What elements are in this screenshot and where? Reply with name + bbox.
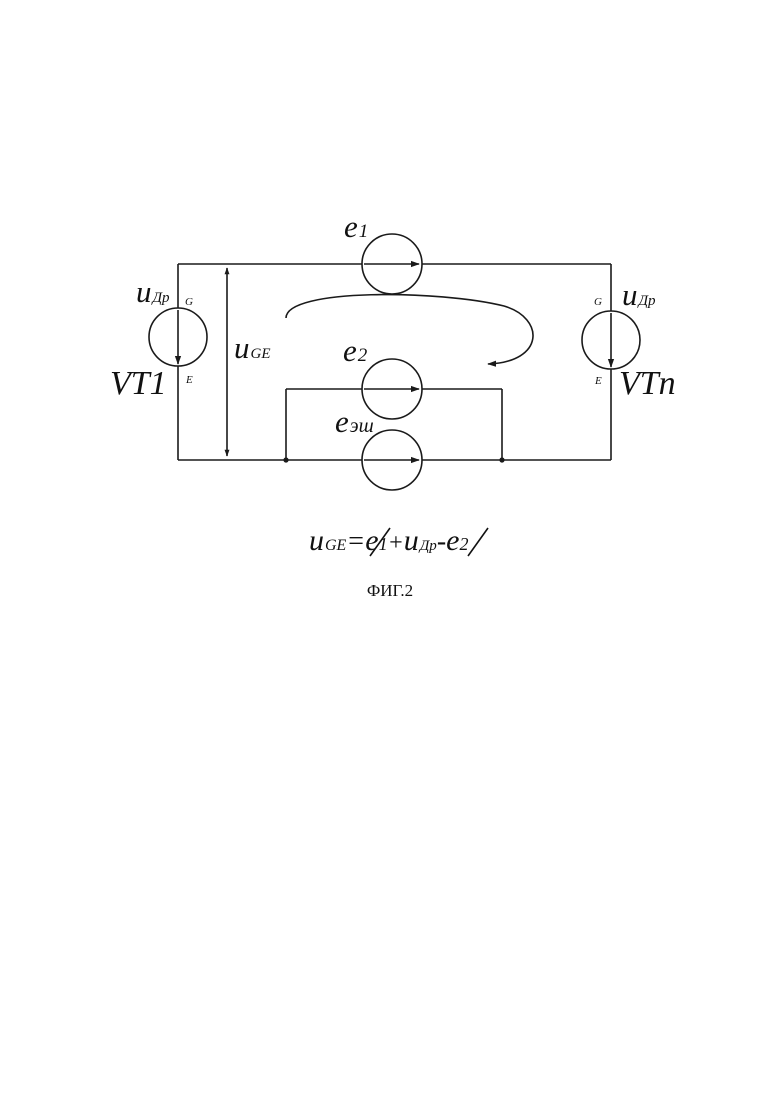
source-vt1 [149, 308, 207, 366]
figure-caption: ФИГ.2 [367, 581, 413, 600]
label-vtn: VTn [619, 365, 676, 402]
label-e1: e1 [344, 209, 368, 244]
label-g-left: G [185, 296, 193, 308]
source-vtn [582, 311, 640, 369]
label-u-ge: uGE [234, 330, 271, 365]
label-g-right: G [594, 296, 602, 308]
label-e-left: E [185, 374, 193, 386]
junction-dot-left [283, 457, 288, 462]
formula: uGE=e1+uДр-e2 [309, 524, 488, 557]
label-u-dr-left: uДр [136, 274, 170, 309]
label-u-dr-right: uДр [622, 277, 656, 312]
loop-direction-arrow [286, 295, 533, 364]
strike-e2 [468, 528, 488, 556]
label-vt1: VT1 [110, 365, 167, 402]
label-e-right: E [594, 375, 602, 387]
label-e-esh: eэш [335, 404, 374, 439]
junction-dot-right [499, 457, 504, 462]
source-e2 [362, 359, 422, 419]
label-e2: e2 [343, 333, 368, 368]
source-e-esh [362, 430, 422, 490]
source-e1 [362, 234, 422, 294]
